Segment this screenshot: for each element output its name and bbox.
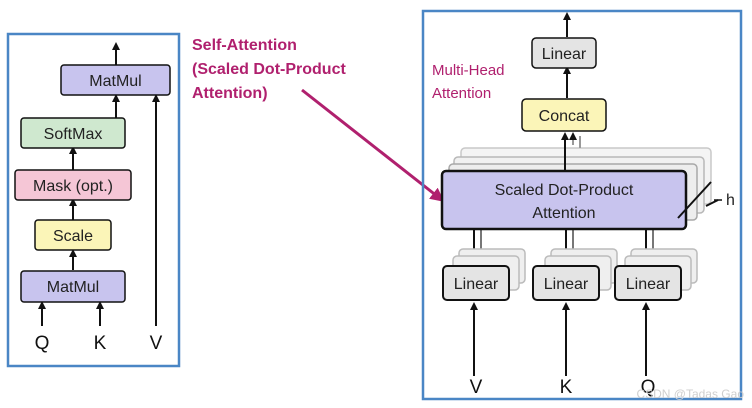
matmul-bottom-label: MatMul [47, 279, 99, 296]
mh-input-k-label: K [560, 377, 573, 398]
self-attention-frame [6, 32, 181, 368]
self-attention-title: Self-Attention [192, 37, 297, 54]
multi-head-title-2: Attention [432, 85, 491, 102]
input-q-label: Q [35, 333, 50, 354]
linear-v-box: Linear [442, 265, 510, 301]
self-attention-subtitle-2: Attention) [192, 85, 268, 102]
concat-box: Concat [521, 98, 607, 132]
scale-box: Scale [34, 219, 112, 251]
mask-box: Mask (opt.) [14, 169, 132, 201]
linear-q-label: Linear [626, 276, 671, 293]
multi-head-frame [421, 9, 743, 401]
h-label: h [726, 192, 735, 209]
linear-k-box: Linear [532, 265, 600, 301]
sdpa-label-2: Attention [532, 205, 595, 222]
matmul-top-label: MatMul [89, 73, 141, 90]
pointer-arrow [301, 88, 445, 202]
input-v-label: V [150, 333, 163, 354]
self-attention-arrows [38, 42, 160, 326]
mh-input-q-label: Q [641, 377, 656, 398]
linear-k-label: Linear [544, 276, 589, 293]
softmax-label: SoftMax [44, 126, 103, 143]
linear-top-box: Linear [531, 37, 597, 69]
watermark: CSDN @Tadas Gao [636, 387, 744, 401]
linear-q-box: Linear [614, 265, 682, 301]
input-k-label: K [94, 333, 107, 354]
mh-input-v-label: V [470, 377, 483, 398]
matmul-bottom-box: MatMul [20, 270, 126, 303]
linear-v-label: Linear [454, 276, 499, 293]
matmul-top-box: MatMul [60, 64, 171, 96]
linear-top-label: Linear [542, 46, 587, 63]
h-bracket [677, 181, 719, 219]
concat-label: Concat [539, 108, 590, 125]
sdpa-label-1: Scaled Dot-Product [495, 182, 634, 199]
sdpa-box: Scaled Dot-Product Attention [440, 169, 688, 231]
multi-head-title-1: Multi-Head [432, 62, 505, 79]
scale-label: Scale [53, 228, 93, 245]
mask-label: Mask (opt.) [33, 178, 113, 195]
self-attention-subtitle-1: (Scaled Dot-Product [192, 61, 346, 78]
softmax-box: SoftMax [20, 117, 126, 149]
